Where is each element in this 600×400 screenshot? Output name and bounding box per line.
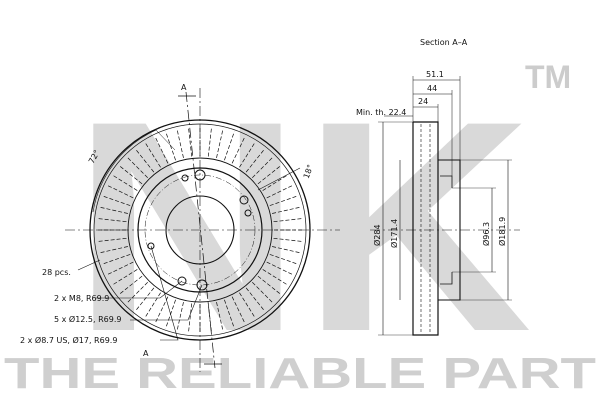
hole-leader-3: [150, 245, 179, 341]
disc-outer-edge: [89, 119, 311, 341]
vane-line: [272, 206, 302, 214]
cooling-vanes: [96, 126, 304, 334]
vane-line: [252, 156, 274, 178]
vane-line: [252, 282, 274, 304]
vane-line: [245, 287, 266, 312]
vane-line: [144, 141, 161, 168]
disc-inner-ring: [127, 157, 273, 303]
vanes-count-label: 28 pcs.: [42, 268, 71, 277]
vane-line: [188, 126, 193, 157]
vane-line: [98, 206, 128, 214]
vane-line: [96, 218, 127, 223]
vane-line: [101, 254, 131, 265]
vane-line: [106, 261, 134, 276]
section-view: [370, 76, 520, 336]
bolt-circle: [144, 174, 256, 286]
dim-181-9: Ø181.9: [497, 217, 507, 246]
dim-171-4: Ø171.4: [389, 219, 399, 248]
vane-line: [96, 237, 127, 242]
vane-line: [224, 299, 235, 329]
vanes-leader: [77, 259, 101, 271]
hole-callout-8-7: 2 x Ø8.7 US, Ø17, R69.9: [20, 335, 117, 345]
dim-96-3: Ø96.3: [481, 222, 491, 246]
hole-leader-1: [96, 280, 183, 299]
vane-line: [239, 292, 256, 319]
vane-line: [257, 275, 282, 296]
vane-line: [273, 218, 304, 223]
dim-44: 44: [427, 84, 437, 93]
vane-line: [224, 131, 235, 161]
bolt-hole: [147, 242, 155, 250]
vane-line: [216, 302, 224, 332]
section-bore-lower: [440, 272, 453, 285]
vane-line: [273, 237, 304, 242]
vane-line: [231, 136, 246, 164]
hole-callout-12-5: 5 x Ø12.5, R69.9: [54, 314, 121, 324]
vane-line: [106, 184, 134, 199]
dim-284: Ø284: [372, 224, 382, 246]
section-title: Section A–A: [420, 38, 468, 47]
dim-24: 24: [418, 97, 428, 106]
bolt-hole: [177, 276, 187, 286]
disc-outer-ring: [93, 123, 307, 337]
vane-line: [154, 296, 169, 324]
vane-line: [216, 128, 224, 158]
angle-arc-72: [92, 129, 157, 213]
vane-line: [165, 131, 176, 161]
angle-leader: [155, 129, 176, 151]
vane-line: [118, 164, 143, 185]
vane-line: [111, 269, 138, 286]
hat-circle: [137, 167, 263, 293]
hole-leader-2: [130, 284, 203, 321]
bolt-hole: [194, 169, 206, 181]
vane-line: [269, 254, 299, 265]
section-marker-top: A: [181, 83, 187, 92]
vane-line: [134, 287, 155, 312]
vane-line: [266, 184, 294, 199]
vane-line: [239, 141, 256, 168]
front-view: [65, 88, 340, 372]
vane-line: [257, 164, 282, 185]
vane-line: [245, 148, 266, 173]
vane-line: [176, 302, 184, 332]
bolt-hole: [181, 174, 189, 182]
hole-callout-m8: 2 x M8, R69.9: [54, 294, 109, 303]
vane-line: [111, 174, 138, 191]
vane-line: [262, 269, 289, 286]
vane-line: [126, 282, 148, 304]
vane-line: [262, 174, 289, 191]
center-bore: [165, 195, 235, 265]
trademark-symbol: TM: [525, 59, 571, 95]
dim-51-1: 51.1: [426, 70, 444, 79]
vane-line: [154, 136, 169, 164]
vane-line: [98, 246, 128, 254]
bolt-hole: [244, 209, 252, 217]
section-view-labels: Section A–A 51.1 44 24 Min. th. 22.4 Ø28…: [356, 38, 507, 248]
vane-line: [207, 126, 212, 157]
vane-line: [269, 195, 299, 206]
vane-line: [272, 246, 302, 254]
section-marker-bottom: A: [143, 349, 149, 358]
vane-line: [101, 195, 131, 206]
vane-line: [126, 156, 148, 178]
vane-line: [176, 128, 184, 158]
section-profile-outer: [412, 121, 439, 336]
dim-min-thickness: Min. th. 22.4: [356, 108, 406, 117]
vane-line: [134, 148, 155, 173]
vane-line: [231, 296, 246, 324]
vane-line: [118, 275, 143, 296]
vane-line: [188, 303, 193, 334]
nk-logo-text: NK: [72, 58, 532, 394]
angle-leader-18: [257, 167, 301, 191]
slogan-text: THE RELIABLE PART: [4, 349, 596, 398]
vane-line: [144, 292, 161, 319]
vane-line: [266, 261, 294, 276]
nk-watermark: NK TM THE RELIABLE PART: [4, 58, 596, 398]
bolt-hole: [239, 195, 249, 205]
bolt-hole: [196, 279, 208, 291]
